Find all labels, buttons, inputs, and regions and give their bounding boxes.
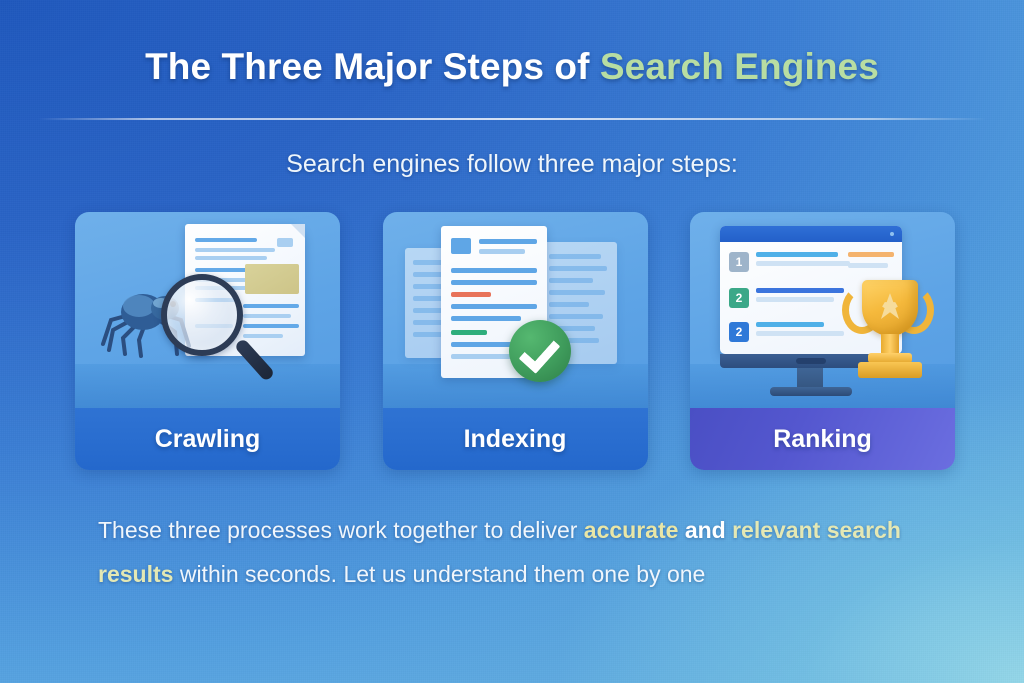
page-title: The Three Major Steps of Search Engines bbox=[0, 46, 1024, 88]
step-card-crawling[interactable]: Crawling bbox=[75, 212, 340, 470]
rank-badge-2: 2 bbox=[729, 288, 749, 308]
trophy-icon bbox=[840, 280, 936, 390]
document-front-icon bbox=[440, 226, 547, 378]
magnifier-icon bbox=[161, 274, 276, 383]
footer-paragraph: These three processes work together to d… bbox=[98, 508, 928, 596]
rank-badge-1: 1 bbox=[729, 252, 749, 272]
subtitle: Search engines follow three major steps: bbox=[286, 150, 738, 178]
title-divider bbox=[38, 118, 986, 120]
check-circle-icon bbox=[508, 320, 571, 382]
document-icon bbox=[185, 224, 305, 356]
card-label-ranking: Ranking bbox=[690, 408, 955, 470]
crawling-illustration bbox=[75, 212, 340, 408]
page-fold-icon bbox=[291, 224, 305, 238]
monitor-base-bar bbox=[720, 354, 902, 368]
browser-bar bbox=[720, 226, 902, 242]
step-card-ranking[interactable]: 1 2 2 bbox=[690, 212, 955, 470]
step-card-indexing[interactable]: Indexing bbox=[382, 212, 648, 470]
footer-bold-relevant: relevant search results bbox=[98, 517, 901, 587]
ranking-illustration: 1 2 2 bbox=[690, 212, 955, 408]
art-floor bbox=[75, 364, 340, 408]
footer-seg1: These three processes work together to d… bbox=[98, 517, 584, 543]
card-label-crawling: Crawling bbox=[75, 408, 340, 470]
monitor-foot bbox=[770, 387, 852, 396]
footer-bold-and: and bbox=[684, 517, 726, 543]
footer-bold-accurate: accurate bbox=[583, 517, 679, 543]
monitor-neck bbox=[797, 368, 823, 390]
indexing-illustration bbox=[382, 212, 648, 408]
rank-badge-3: 2 bbox=[729, 322, 749, 342]
document-back-right-icon bbox=[540, 242, 617, 364]
card-label-indexing: Indexing bbox=[382, 408, 648, 470]
title-main: The Three Major Steps of bbox=[145, 46, 600, 87]
title-accent: Search Engines bbox=[599, 46, 879, 87]
footer-seg4: within seconds. Let us understand them o… bbox=[173, 561, 706, 587]
steps-card-row: Crawling bbox=[75, 212, 955, 470]
